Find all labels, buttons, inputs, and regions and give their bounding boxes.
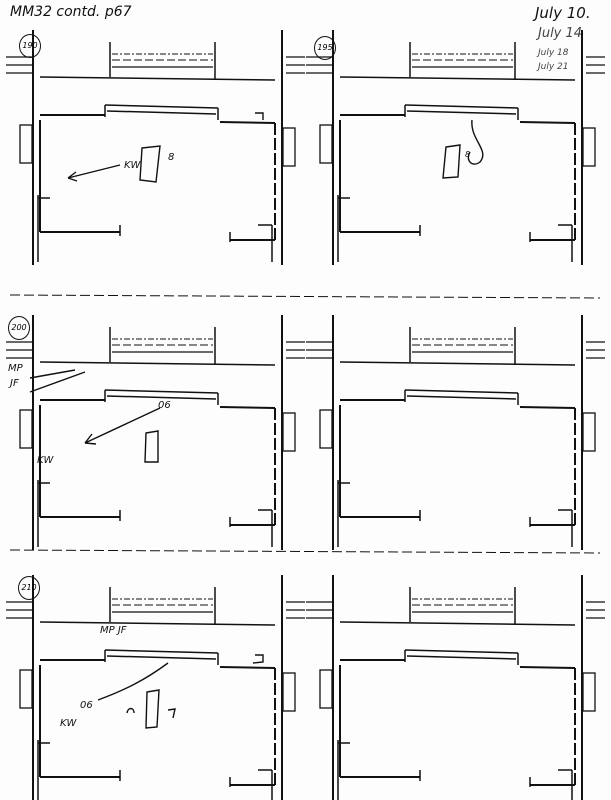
- page-title: MM32 contd. p67: [10, 4, 132, 20]
- panel-4-inner-wall-right: [219, 666, 276, 669]
- note-06: 06: [158, 400, 171, 411]
- panel-1-right-door-jamb: [582, 127, 596, 167]
- panel-0-inner-wall-right: [219, 121, 276, 124]
- panel-0-right-door-jamb: [282, 127, 296, 167]
- panel-4-bench-bottom: [106, 655, 217, 660]
- object-box: [139, 145, 161, 183]
- panel-5-corridor-wall: [339, 621, 576, 626]
- panel-5-bench-top: [404, 649, 519, 654]
- pointer-line: [29, 369, 86, 393]
- panel-3-inner-wall-right: [519, 406, 576, 409]
- panel-3-left-door-jamb: [319, 409, 333, 449]
- panel-label-200: 200: [8, 316, 30, 340]
- object-box: [144, 430, 159, 463]
- panel-3-bench-top: [404, 389, 519, 394]
- panel-0-bench-bottom: [106, 110, 217, 115]
- arrow-icon: [84, 407, 161, 445]
- panel-4-corridor-wall: [39, 621, 276, 626]
- arrow-icon: [97, 662, 169, 701]
- note-kw: KW: [124, 160, 141, 171]
- panel-2-right-door-jamb: [282, 412, 296, 452]
- scan-separator: [9, 549, 601, 554]
- mark-icon: [167, 708, 176, 719]
- panel-3-corridor-wall: [339, 361, 576, 366]
- panel-2-corridor-wall: [39, 361, 276, 366]
- panel-4-left-door-jamb: [19, 669, 33, 709]
- panel-1-corridor-wall: [339, 76, 576, 81]
- panel-5-bench-bottom: [406, 655, 517, 660]
- panel-4-bench-top: [104, 649, 219, 654]
- note-mp-jf: MP JF: [100, 625, 127, 636]
- panel-3-bench-bottom: [406, 395, 517, 400]
- note-jf: JF: [10, 378, 19, 389]
- mark-icon: [126, 707, 135, 714]
- note-mp: MP: [8, 363, 23, 374]
- note-06: 06: [80, 700, 93, 711]
- mark-icon: [255, 112, 264, 120]
- curved-arrow-icon: [467, 119, 484, 165]
- date-july-21: July 21: [538, 62, 569, 72]
- panel-2-bench-bottom: [106, 395, 217, 400]
- panel-label-210: 210: [18, 576, 40, 600]
- note-kw: KW: [60, 718, 77, 729]
- date-july-10: July 10.: [535, 4, 591, 22]
- panel-3-right-door-jamb: [582, 412, 596, 452]
- note-kw: KW: [37, 455, 54, 466]
- panel-label-195: 195: [314, 36, 336, 60]
- panel-2-inner-wall-right: [219, 406, 276, 409]
- panel-1-bench-top: [404, 104, 519, 109]
- panel-5-left-door-jamb: [319, 669, 333, 709]
- mark-icon: [252, 654, 264, 664]
- panel-5-right-door-jamb: [582, 672, 596, 712]
- arrow-icon: [67, 164, 121, 182]
- panel-0-bench-top: [104, 104, 219, 109]
- note-8: 8: [465, 150, 471, 159]
- panel-5-inner-wall-right: [519, 666, 576, 669]
- date-july-14: July 14: [538, 26, 583, 41]
- panel-2-bench-top: [104, 389, 219, 394]
- note-8: 8: [168, 152, 175, 163]
- panel-label-190: 190: [19, 34, 41, 58]
- scan-separator: [9, 294, 601, 299]
- date-july-18: July 18: [538, 48, 569, 58]
- panel-1-inner-wall-right: [519, 121, 576, 124]
- object-box: [145, 689, 160, 729]
- panel-2-left-door-jamb: [19, 409, 33, 449]
- panel-1-left-door-jamb: [319, 124, 333, 164]
- panel-4-right-door-jamb: [282, 672, 296, 712]
- panel-0-corridor-wall: [39, 76, 276, 81]
- panel-1-bench-bottom: [406, 110, 517, 115]
- panel-0-left-door-jamb: [19, 124, 33, 164]
- object-box: [442, 144, 461, 179]
